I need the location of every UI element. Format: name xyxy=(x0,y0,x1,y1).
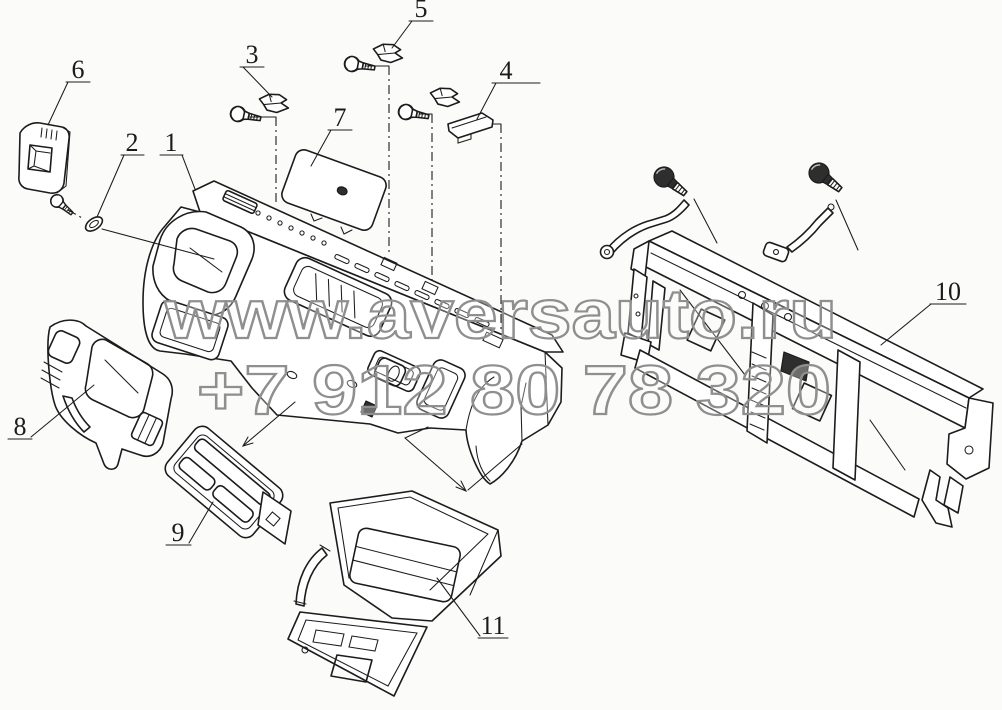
part-1-dashboard xyxy=(142,180,564,485)
part-5-clip xyxy=(371,41,405,65)
callout-11: 11 xyxy=(436,577,509,640)
part-11-glovebox xyxy=(287,490,502,697)
bracket-left xyxy=(599,199,690,260)
callout-7: 7 xyxy=(310,103,353,167)
callout-3: 3 xyxy=(239,40,273,98)
watermark-site: www.aversauto.ru xyxy=(164,275,837,353)
callout-2: 2 xyxy=(96,128,145,218)
glovebox-strap xyxy=(293,544,331,607)
svg-text:2: 2 xyxy=(126,128,139,157)
leader-bolt-left xyxy=(693,198,718,244)
screw-5 xyxy=(342,54,377,77)
install-arrow-11 xyxy=(404,426,523,493)
deck-vent-slots xyxy=(334,254,490,328)
clip-4 xyxy=(428,85,462,109)
bracket-right xyxy=(762,203,835,263)
screw-2 xyxy=(47,191,77,220)
watermark: www.aversauto.ru +7 912 80 78 320 xyxy=(163,274,838,430)
callout-8: 8 xyxy=(7,384,95,441)
svg-text:7: 7 xyxy=(334,103,347,132)
svg-text:6: 6 xyxy=(72,55,85,84)
pointer-2-to-dash xyxy=(101,228,215,260)
callouts: 1 2 3 4 5 6 7 8 xyxy=(7,0,967,640)
svg-text:11: 11 xyxy=(480,611,505,640)
part-10-frame xyxy=(620,230,994,528)
dashboard-assembly xyxy=(18,41,564,697)
callout-10: 10 xyxy=(880,277,967,346)
bolt-left xyxy=(649,162,693,203)
part-3-clip xyxy=(257,91,291,115)
defroster-dots xyxy=(255,210,327,246)
svg-text:4: 4 xyxy=(500,56,513,85)
part-2-grommet xyxy=(84,216,104,232)
callout-4: 4 xyxy=(476,56,541,120)
part-4-plate xyxy=(447,112,494,144)
part-9-vent-panel xyxy=(164,425,292,545)
svg-text:3: 3 xyxy=(246,40,259,69)
svg-text:9: 9 xyxy=(172,518,185,547)
svg-text:8: 8 xyxy=(14,412,27,441)
callout-5: 5 xyxy=(391,0,434,49)
callout-9: 9 xyxy=(165,501,214,547)
svg-text:1: 1 xyxy=(165,128,178,157)
install-arrow-9 xyxy=(241,401,296,447)
center-vent-tray xyxy=(283,256,393,338)
svg-text:5: 5 xyxy=(415,0,428,23)
part-7-lid xyxy=(281,149,387,235)
glovebox-lid xyxy=(287,611,428,697)
screw-3 xyxy=(228,104,263,127)
callout-1: 1 xyxy=(159,128,196,190)
leader-bolt-right xyxy=(835,199,859,251)
svg-text:10: 10 xyxy=(935,277,961,306)
watermark-phone: +7 912 80 78 320 xyxy=(197,351,831,429)
bolt-right xyxy=(804,158,848,199)
frame-assembly xyxy=(599,158,994,528)
part-6-side-vent xyxy=(18,122,71,194)
leader-screw-2 xyxy=(67,209,85,220)
callout-6: 6 xyxy=(47,55,91,126)
